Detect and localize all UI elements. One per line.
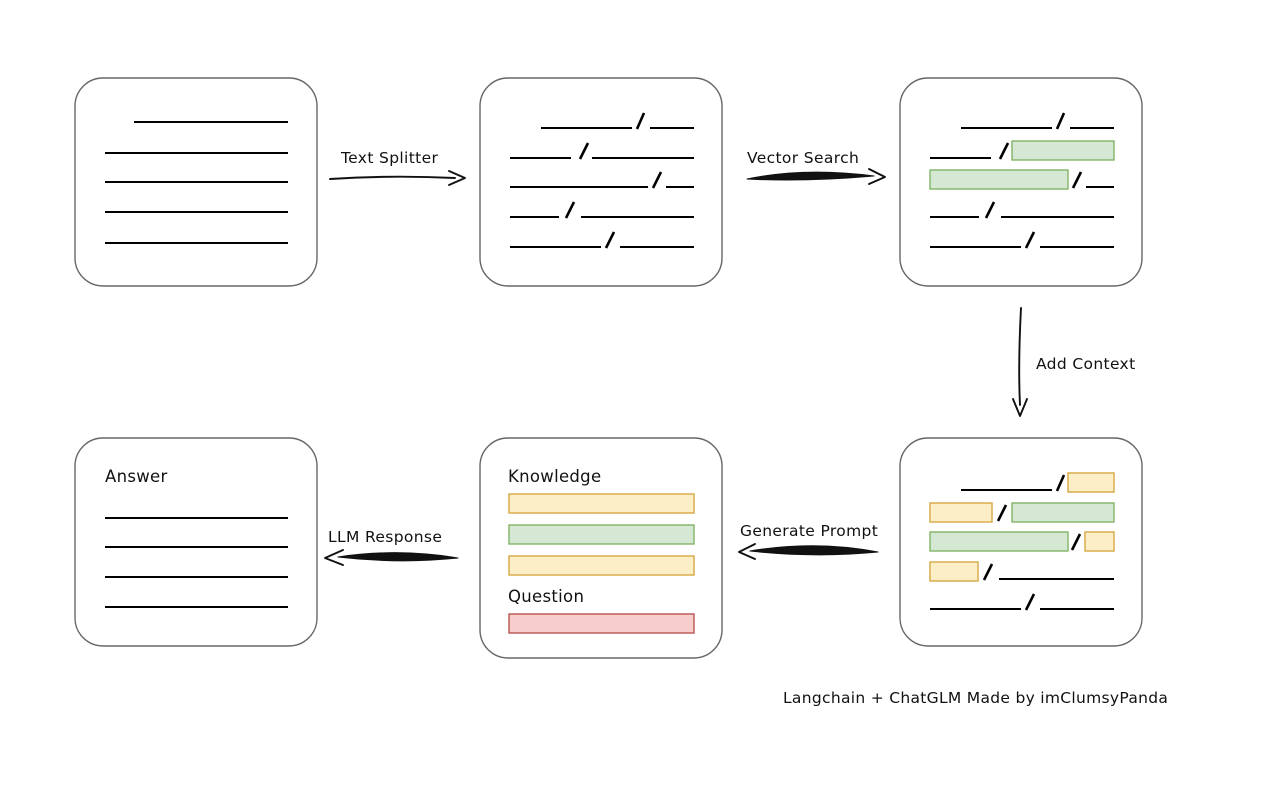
edge-label-generate-prompt: Generate Prompt: [740, 522, 878, 540]
slash-mark: [1055, 474, 1066, 492]
edge-label-text-splitter: Text Splitter: [340, 149, 438, 167]
highlight-chunk-green: [1011, 502, 1115, 523]
slash-mark: [1024, 231, 1036, 249]
arrow-line: [746, 171, 875, 181]
answer-box[interactable]: [74, 437, 318, 647]
arrow-head-icon: [868, 168, 886, 185]
highlight-chunk-green: [1011, 140, 1115, 161]
arrow-line: [337, 552, 459, 562]
edge-label-llm-response: LLM Response: [328, 528, 442, 546]
split-chunks-lines: [510, 112, 694, 249]
source-document-lines: [105, 120, 288, 245]
node-prompt-box[interactable]: Knowledge Question: [479, 437, 723, 659]
edge-text-splitter[interactable]: Text Splitter: [329, 149, 466, 186]
arrow-head-icon: [324, 549, 344, 566]
answer-lines: [105, 516, 288, 609]
edge-generate-prompt[interactable]: Generate Prompt: [738, 522, 879, 560]
knowledge-bar-yellow: [508, 555, 695, 576]
slash-mark: [1055, 112, 1066, 130]
credit-text: Langchain + ChatGLM Made by imClumsyPand…: [783, 689, 1168, 707]
slash-mark: [1024, 593, 1036, 611]
slash-mark: [564, 201, 576, 219]
context-chunks-lines: [929, 472, 1115, 611]
edge-add-context[interactable]: Add Context: [1012, 307, 1136, 417]
arrow-line: [1018, 307, 1022, 406]
highlight-chunk-yellow: [929, 502, 993, 523]
slash-mark: [998, 142, 1010, 160]
slash-mark: [651, 171, 663, 189]
highlight-chunk-yellow: [1084, 531, 1115, 552]
edge-label-vector-search: Vector Search: [747, 149, 859, 167]
highlight-chunk-green: [929, 531, 1069, 552]
highlight-chunk-green: [929, 169, 1069, 190]
slash-mark: [604, 231, 616, 249]
node-answer-box[interactable]: Answer: [74, 437, 318, 647]
arrow-line: [329, 175, 456, 180]
slash-mark: [984, 201, 996, 219]
edge-label-add-context: Add Context: [1036, 355, 1136, 373]
node-context-chunks[interactable]: [899, 437, 1143, 647]
arrow-head-icon: [448, 170, 466, 186]
question-label: Question: [508, 587, 584, 606]
knowledge-bar-green: [508, 524, 695, 545]
arrow-head-icon: [1012, 398, 1028, 417]
slash-mark: [578, 142, 590, 160]
prompt-box[interactable]: [479, 437, 723, 659]
slash-mark: [982, 563, 994, 581]
slash-mark: [996, 504, 1008, 522]
slash-mark: [635, 112, 646, 130]
edge-llm-response[interactable]: LLM Response: [324, 528, 459, 566]
highlight-chunk-yellow: [1067, 472, 1115, 493]
slash-mark: [1071, 171, 1083, 189]
knowledge-label: Knowledge: [508, 467, 601, 486]
edge-vector-search[interactable]: Vector Search: [746, 149, 886, 185]
answer-label: Answer: [105, 467, 168, 486]
knowledge-bar-yellow: [508, 493, 695, 514]
arrow-line: [749, 545, 879, 556]
slash-mark: [1070, 533, 1082, 551]
arrow-head-icon: [738, 543, 756, 560]
node-split-chunks[interactable]: [479, 77, 723, 287]
node-source-document[interactable]: [74, 77, 318, 287]
matched-chunks-lines: [929, 112, 1115, 249]
question-bar-red: [508, 613, 695, 634]
split-chunks-box[interactable]: [479, 77, 723, 287]
node-matched-chunks[interactable]: [899, 77, 1143, 287]
highlight-chunk-yellow: [929, 561, 979, 582]
